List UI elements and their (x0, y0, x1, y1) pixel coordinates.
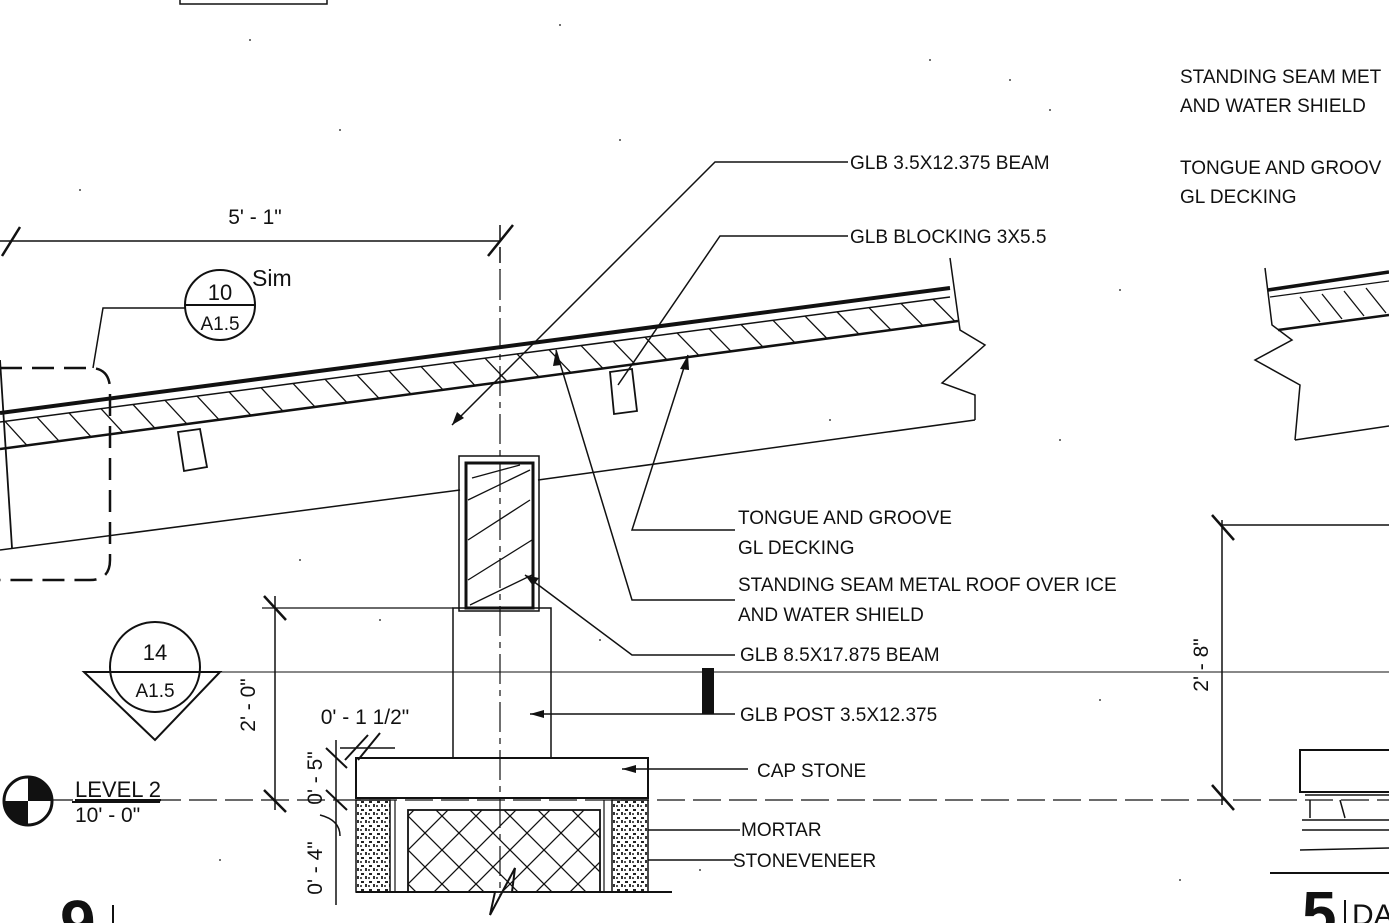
decking-hatch-line (900, 302, 924, 327)
callout-blocking: GLB BLOCKING 3X5.5 (850, 227, 1046, 248)
scan-speckles (79, 24, 1181, 881)
callout-beam-312: GLB 3.5X12.375 BEAM (850, 153, 1050, 174)
overhang-dimension: 5' - 1" (0, 206, 514, 270)
section-marker-14: 14 A1.5 (81, 621, 1389, 742)
decking-hatch-line (772, 319, 796, 344)
callout-cap-stone: CAP STONE (757, 761, 866, 782)
roof-assembly (0, 257, 987, 551)
decking-hatch-line (36, 416, 60, 442)
cap-offset-dimension: 0' - 1 1/2" (321, 706, 410, 761)
post-height-dimension: 2' - 0" (237, 595, 453, 813)
callout-standing-seam-2: AND WATER SHIELD (738, 605, 924, 626)
sim-tag-sheet: A1.5 (200, 314, 239, 335)
decking-hatch-line (324, 378, 348, 404)
beam-312-bottom-line (0, 489, 461, 551)
break-line (940, 257, 987, 420)
decking-hatch-line (228, 391, 252, 416)
callout-beam-817: GLB 8.5X17.875 BEAM (740, 645, 940, 666)
decking-hatch-line (356, 374, 380, 399)
decking-hatch-line (708, 328, 732, 352)
sheet-border-fragment (179, 0, 328, 5)
cap-stone (355, 757, 649, 799)
decking-hatch-line (452, 361, 476, 386)
right-tongue-groove-1: TONGUE AND GROOV (1180, 158, 1382, 179)
detail-number: 9 (60, 887, 96, 923)
post-height-text: 2' - 0" (237, 678, 260, 731)
sim-tag-number: 10 (208, 280, 232, 305)
right-detail-number: 5 (1302, 880, 1336, 923)
right-standing-seam-1: STANDING SEAM MET (1180, 67, 1382, 88)
decking-hatch-line (68, 412, 92, 438)
callout-labels: GLB 3.5X12.375 BEAM GLB BLOCKING 3X5.5 T… (733, 153, 1117, 872)
decking-hatch-line (292, 383, 316, 408)
decking-hatch-line (4, 420, 28, 446)
leader-arrowheads (452, 350, 689, 773)
metal-roof-line (0, 286, 951, 415)
footing-dim-text: 0' - 4" (304, 841, 327, 894)
decking-hatch-line (164, 399, 188, 425)
decking-hatch-line (388, 370, 412, 395)
cap-offset-text: 0' - 1 1/2" (321, 706, 410, 729)
decking-hatch-line (196, 395, 220, 421)
right-standing-seam-2: AND WATER SHIELD (1180, 96, 1366, 117)
right-tongue-groove-2: GL DECKING (1180, 187, 1297, 208)
decking-bottom-line (0, 319, 959, 451)
callout-tongue-groove-1: TONGUE AND GROOVE (738, 508, 952, 529)
callout-post: GLB POST 3.5X12.375 (740, 705, 937, 726)
glb-beam-817 (458, 455, 540, 612)
beam-312-bottom-line-right (537, 419, 976, 481)
section-sheet: A1.5 (135, 681, 174, 702)
tongue-groove-decking-hatch (4, 298, 956, 446)
blocking-left (176, 427, 209, 473)
adjacent-detail-fragment: STANDING SEAM MET AND WATER SHIELD TONGU… (1180, 67, 1389, 923)
callout-tongue-groove-2: GL DECKING (738, 538, 855, 559)
glb-post (452, 607, 552, 759)
ice-shield-line (0, 296, 951, 423)
decking-hatch-line (580, 345, 604, 369)
sim-label: Sim (252, 265, 292, 291)
right-dim-height: 2' - 8" (1190, 638, 1213, 691)
decking-hatch-line (260, 387, 284, 412)
decking-hatch-line (516, 353, 540, 378)
decking-hatch-line (740, 324, 764, 348)
post-bracket (702, 668, 714, 714)
right-detail-title-fragment: DA (1352, 899, 1389, 923)
overhang-dimension-text: 5' - 1" (228, 206, 281, 229)
blocking-right (609, 367, 638, 416)
decking-hatch-line (836, 311, 860, 335)
callout-stone-veneer: STONEVENEER (733, 851, 876, 872)
decking-hatch-line (804, 315, 828, 339)
cap-thickness-dimension: 0' - 5" 0' - 4" (304, 740, 348, 905)
level-marker: LEVEL 2 10' - 0" (2, 775, 161, 827)
decking-hatch-line (484, 357, 508, 382)
callout-standing-seam-1: STANDING SEAM METAL ROOF OVER ICE (738, 575, 1117, 596)
leaders (451, 161, 848, 861)
detail-reference-bubble (0, 366, 112, 582)
callout-mortar: MORTAR (741, 820, 822, 841)
cap-thickness-text: 0' - 5" (304, 751, 327, 804)
stone-veneer-footing (355, 799, 672, 916)
decking-hatch-line (132, 404, 156, 429)
decking-hatch-line (100, 408, 124, 434)
section-number: 14 (143, 640, 167, 665)
decking-hatch-line (420, 366, 444, 391)
level-name: LEVEL 2 (75, 777, 161, 802)
decking-hatch-line (932, 298, 956, 322)
sim-section-tag: 10 A1.5 Sim (184, 265, 292, 341)
sim-tag-leader (92, 307, 185, 369)
decking-hatch-line (868, 307, 892, 331)
decking-hatch-line (612, 340, 636, 365)
level-elevation: 10' - 0" (75, 804, 140, 827)
decking-hatch-line (676, 332, 700, 357)
